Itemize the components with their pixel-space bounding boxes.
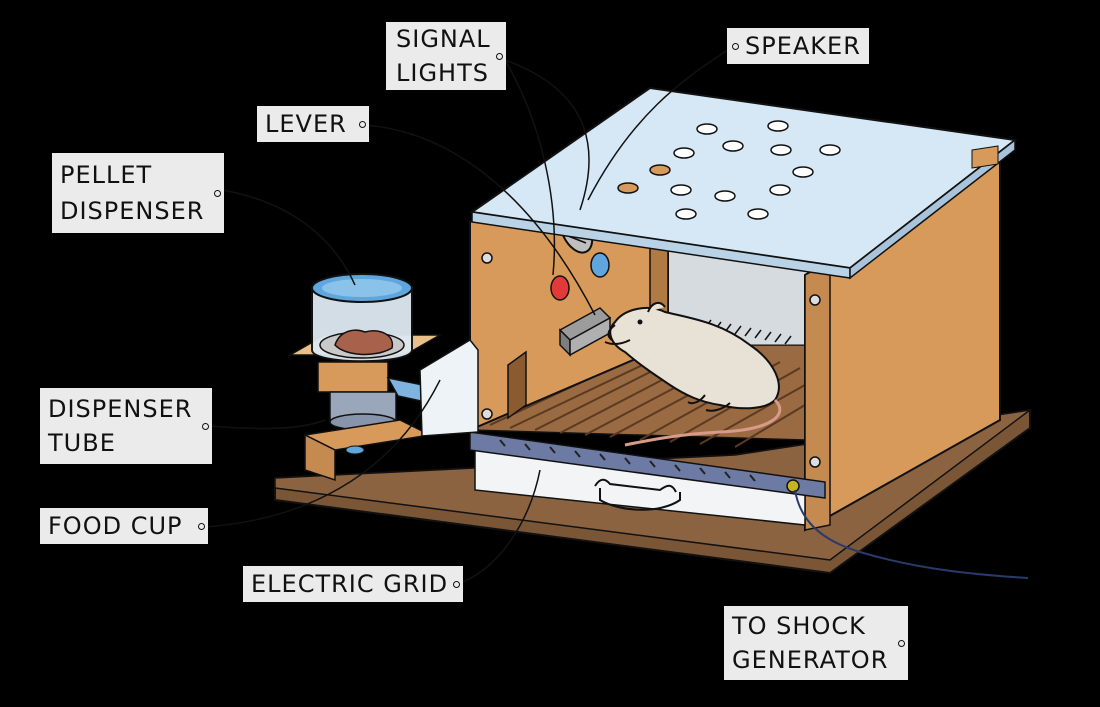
label-speaker: SPEAKER	[727, 28, 869, 64]
label-lever: LEVER	[257, 106, 369, 142]
label-lever-text: LEVER	[265, 110, 347, 138]
label-to-shock-generator-line1: TO SHOCK	[732, 612, 866, 640]
blue-signal-light	[590, 252, 610, 278]
label-signal-lights-line2: LIGHTS	[396, 59, 489, 87]
label-food-cup-text: FOOD CUP	[48, 512, 183, 540]
label-dispenser-tube-line1: DISPENSER	[48, 395, 193, 423]
tag-hole-icon	[898, 639, 905, 647]
dispenser-tube	[386, 339, 479, 437]
electric-grid-bar	[469, 431, 826, 499]
label-dispenser-tube: DISPENSER TUBE	[40, 388, 212, 464]
tag-hole-icon	[496, 52, 503, 60]
label-signal-lights-line1: SIGNAL	[396, 25, 491, 53]
label-food-cup: FOOD CUP	[40, 508, 208, 544]
red-signal-light	[550, 275, 570, 301]
shock-wire	[794, 489, 1029, 579]
label-electric-grid-text: ELECTRIC GRID	[251, 570, 449, 598]
tag-hole-icon	[202, 422, 209, 430]
tag-hole-icon	[359, 120, 366, 128]
label-pellet-dispenser: PELLET DISPENSER	[52, 153, 224, 233]
glass-roof	[469, 86, 1018, 280]
pointer-lines	[204, 44, 736, 586]
label-electric-grid: ELECTRIC GRID	[243, 566, 463, 602]
label-pellet-dispenser-line2: DISPENSER	[60, 197, 205, 225]
tag-hole-icon	[453, 580, 460, 588]
label-dispenser-tube-line2: TUBE	[48, 429, 116, 457]
label-pellet-dispenser-line1: PELLET	[60, 161, 153, 189]
label-speaker-text: SPEAKER	[745, 32, 861, 60]
lever	[558, 307, 612, 357]
label-to-shock-generator: TO SHOCK GENERATOR	[724, 606, 908, 680]
pellet-dispenser	[287, 273, 443, 431]
label-signal-lights: SIGNAL LIGHTS	[386, 22, 506, 90]
tag-hole-icon	[732, 42, 739, 50]
tag-hole-icon	[214, 189, 221, 197]
tag-hole-icon	[198, 522, 205, 530]
label-to-shock-generator-line2: GENERATOR	[732, 646, 889, 674]
rat	[604, 301, 782, 447]
